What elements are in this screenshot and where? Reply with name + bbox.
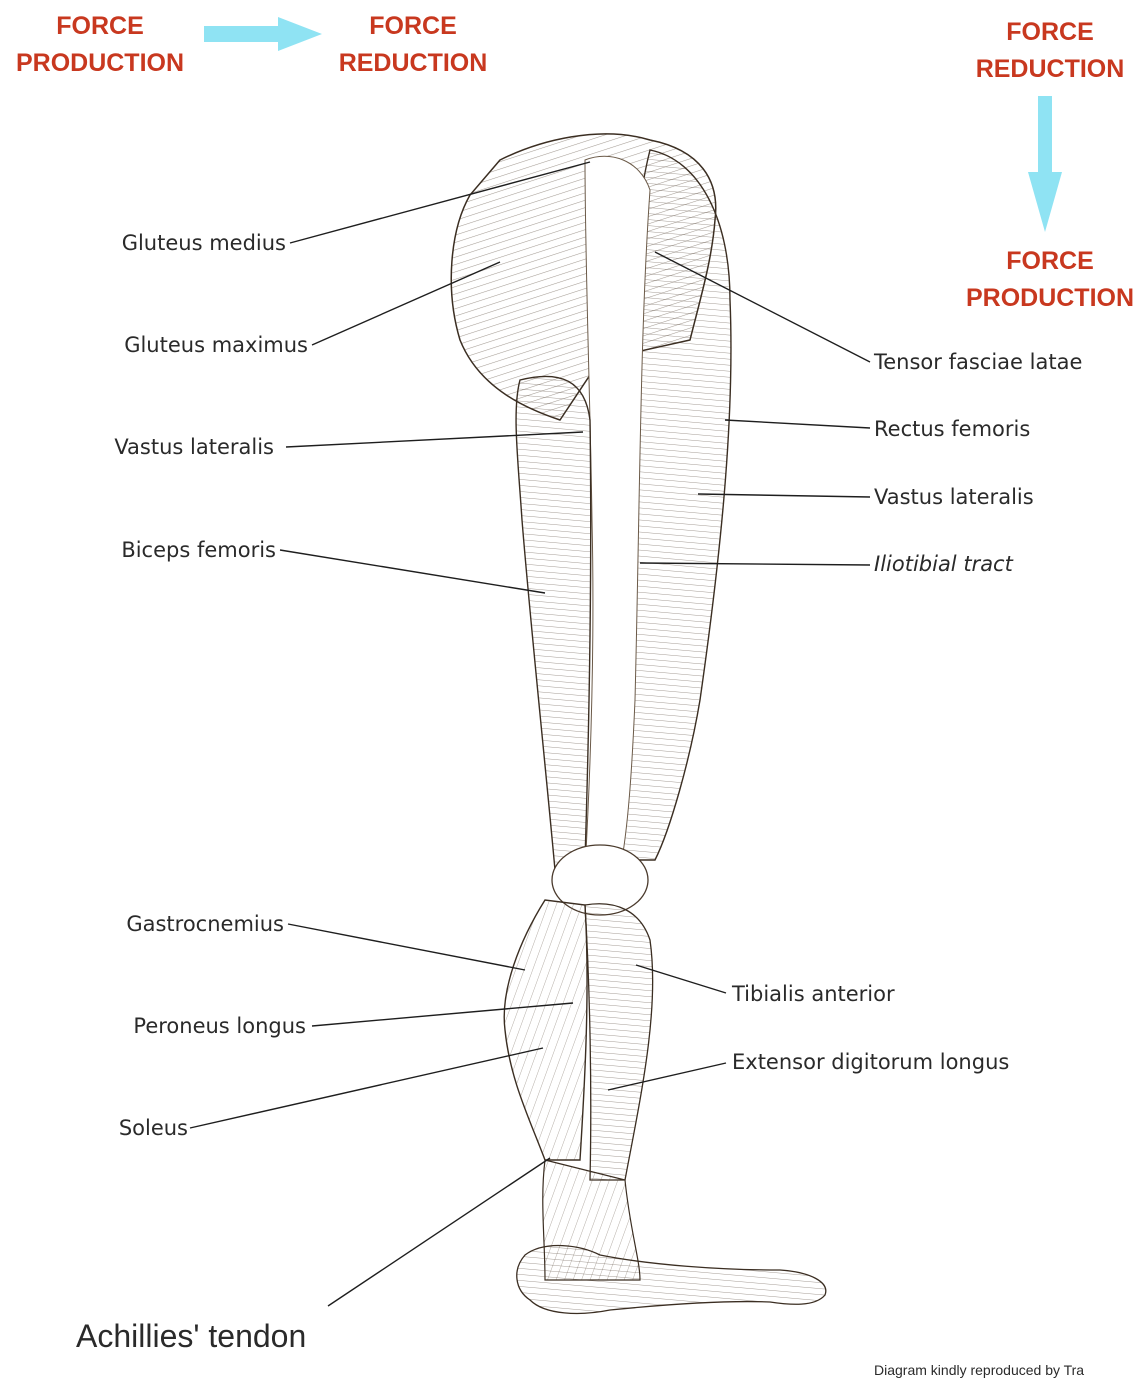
label-gluteus-medius: Gluteus medius bbox=[122, 231, 286, 255]
heading-line: PRODUCTION bbox=[962, 280, 1138, 317]
label-soleus: Soleus bbox=[119, 1116, 188, 1140]
label-vastus-lateralis-left: Vastus lateralis bbox=[114, 435, 274, 459]
label-iliotibial-tract: Iliotibial tract bbox=[874, 552, 1013, 576]
heading-line: REDUCTION bbox=[330, 45, 496, 82]
credit-line: Diagram kindly reproduced by Tra bbox=[874, 1362, 1084, 1378]
force-reduction-heading-left: FORCE REDUCTION bbox=[330, 8, 496, 82]
leader-achilles bbox=[328, 1158, 550, 1306]
force-production-heading-left: FORCE PRODUCTION bbox=[12, 8, 188, 82]
leader-biceps-femoris bbox=[280, 550, 545, 593]
label-extensor-digitorum-longus: Extensor digitorum longus bbox=[732, 1050, 1009, 1074]
heading-line: REDUCTION bbox=[966, 51, 1134, 88]
label-tibialis-anterior: Tibialis anterior bbox=[732, 982, 895, 1006]
label-gluteus-maximus: Gluteus maximus bbox=[124, 333, 308, 357]
label-gastrocnemius: Gastrocnemius bbox=[126, 912, 284, 936]
label-achilles-tendon: Achillies' tendon bbox=[76, 1318, 306, 1355]
leader-gastrocnemius bbox=[288, 924, 525, 970]
heading-line: FORCE bbox=[966, 14, 1134, 51]
thigh-back bbox=[516, 376, 591, 870]
label-vastus-lateralis-right: Vastus lateralis bbox=[874, 485, 1034, 509]
force-reduction-heading-right: FORCE REDUCTION bbox=[966, 14, 1134, 88]
label-biceps-femoris: Biceps femoris bbox=[121, 538, 276, 562]
label-rectus-femoris: Rectus femoris bbox=[874, 417, 1030, 441]
heading-line: PRODUCTION bbox=[12, 45, 188, 82]
shin bbox=[585, 904, 653, 1180]
heading-line: FORCE bbox=[12, 8, 188, 45]
label-tensor-fasciae-latae: Tensor fasciae latae bbox=[874, 350, 1082, 374]
heading-line: FORCE bbox=[330, 8, 496, 45]
label-peroneus-longus: Peroneus longus bbox=[133, 1014, 306, 1038]
leader-soleus bbox=[190, 1048, 543, 1128]
force-production-heading-right: FORCE PRODUCTION bbox=[962, 243, 1138, 317]
calf bbox=[504, 900, 587, 1160]
leader-rectus-femoris bbox=[725, 420, 870, 428]
right-arrow-icon bbox=[204, 17, 322, 51]
heading-line: FORCE bbox=[962, 243, 1138, 280]
foot bbox=[517, 1246, 826, 1314]
down-arrow-icon bbox=[1028, 96, 1062, 232]
